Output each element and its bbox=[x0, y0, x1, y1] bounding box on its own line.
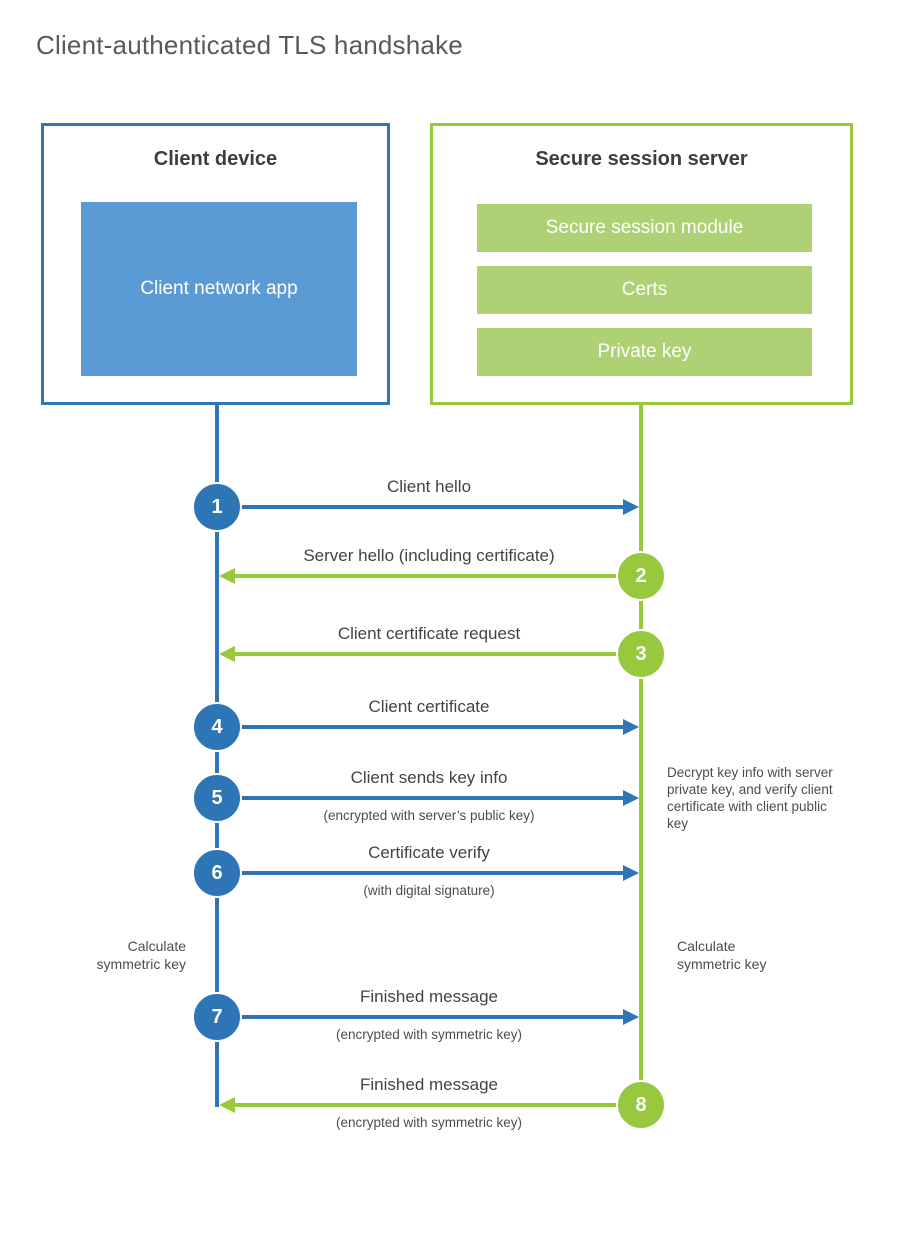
page-title: Client-authenticated TLS handshake bbox=[36, 30, 463, 60]
message-arrow bbox=[217, 505, 623, 509]
step-number: 5 bbox=[211, 786, 223, 809]
message-arrow bbox=[235, 1103, 641, 1107]
client-network-app-box: Client network app bbox=[81, 202, 357, 376]
step-circle: 3 bbox=[616, 629, 666, 679]
arrowhead-left-icon bbox=[219, 646, 235, 662]
client-network-app-label: Client network app bbox=[140, 278, 298, 299]
arrowhead-left-icon bbox=[219, 1097, 235, 1113]
step-circle: 5 bbox=[192, 773, 242, 823]
step-number: 7 bbox=[211, 1005, 223, 1028]
message-label: Finished message bbox=[360, 1075, 498, 1094]
secure-session-server-title: Secure session server bbox=[535, 148, 748, 170]
step-number: 2 bbox=[635, 564, 647, 587]
message-sublabel: (encrypted with server’s public key) bbox=[323, 808, 535, 823]
step-circle: 8 bbox=[616, 1080, 666, 1130]
message-arrow bbox=[235, 652, 641, 656]
arrowhead-left-icon bbox=[219, 568, 235, 584]
message-arrow bbox=[217, 796, 623, 800]
message-label: Client hello bbox=[386, 477, 472, 496]
step-circle: 4 bbox=[192, 702, 242, 752]
annotation-calculate-symmetric-key-server: Calculate symmetric key bbox=[677, 938, 767, 972]
message-sublabel: (encrypted with symmetric key) bbox=[335, 1115, 523, 1130]
message-label: Finished message bbox=[360, 987, 498, 1006]
step-number: 8 bbox=[635, 1093, 647, 1116]
message-label: Client certificate bbox=[368, 697, 490, 716]
message-label: Client sends key info bbox=[350, 768, 508, 787]
server-lifeline bbox=[639, 405, 643, 1129]
server-module-bar: Private key bbox=[477, 328, 812, 376]
step-circle: 7 bbox=[192, 992, 242, 1042]
message-label: Client certificate request bbox=[337, 624, 521, 643]
client-device-title: Client device bbox=[153, 148, 278, 170]
step-number: 4 bbox=[211, 715, 223, 738]
message-arrow bbox=[217, 871, 623, 875]
message-arrow bbox=[217, 1015, 623, 1019]
message-sublabel: (with digital signature) bbox=[363, 883, 495, 898]
arrowhead-right-icon bbox=[623, 865, 639, 881]
step-circle: 1 bbox=[192, 482, 242, 532]
message-label: Certificate verify bbox=[368, 843, 490, 862]
message-label: Server hello (including certificate) bbox=[303, 546, 555, 565]
client-device-box: Client device Client network app bbox=[41, 123, 390, 405]
arrowhead-right-icon bbox=[623, 719, 639, 735]
arrowhead-right-icon bbox=[623, 499, 639, 515]
annotation-calculate-symmetric-key-client: Calculate symmetric key bbox=[96, 938, 186, 972]
server-module-bar: Certs bbox=[477, 266, 812, 314]
step-number: 3 bbox=[635, 642, 647, 665]
secure-session-server-box: Secure session server Secure session mod… bbox=[430, 123, 853, 405]
step-circle: 2 bbox=[616, 551, 666, 601]
message-arrow bbox=[235, 574, 641, 578]
client-lifeline bbox=[215, 405, 219, 1107]
message-arrow bbox=[217, 725, 623, 729]
arrowhead-right-icon bbox=[623, 790, 639, 806]
step-circle: 6 bbox=[192, 848, 242, 898]
annotation-decrypt-note: Decrypt key info with server private key… bbox=[667, 765, 833, 831]
message-sublabel: (encrypted with symmetric key) bbox=[335, 1027, 523, 1042]
step-number: 1 bbox=[211, 495, 223, 518]
step-number: 6 bbox=[211, 861, 223, 884]
server-module-bar: Secure session module bbox=[477, 204, 812, 252]
arrowhead-right-icon bbox=[623, 1009, 639, 1025]
